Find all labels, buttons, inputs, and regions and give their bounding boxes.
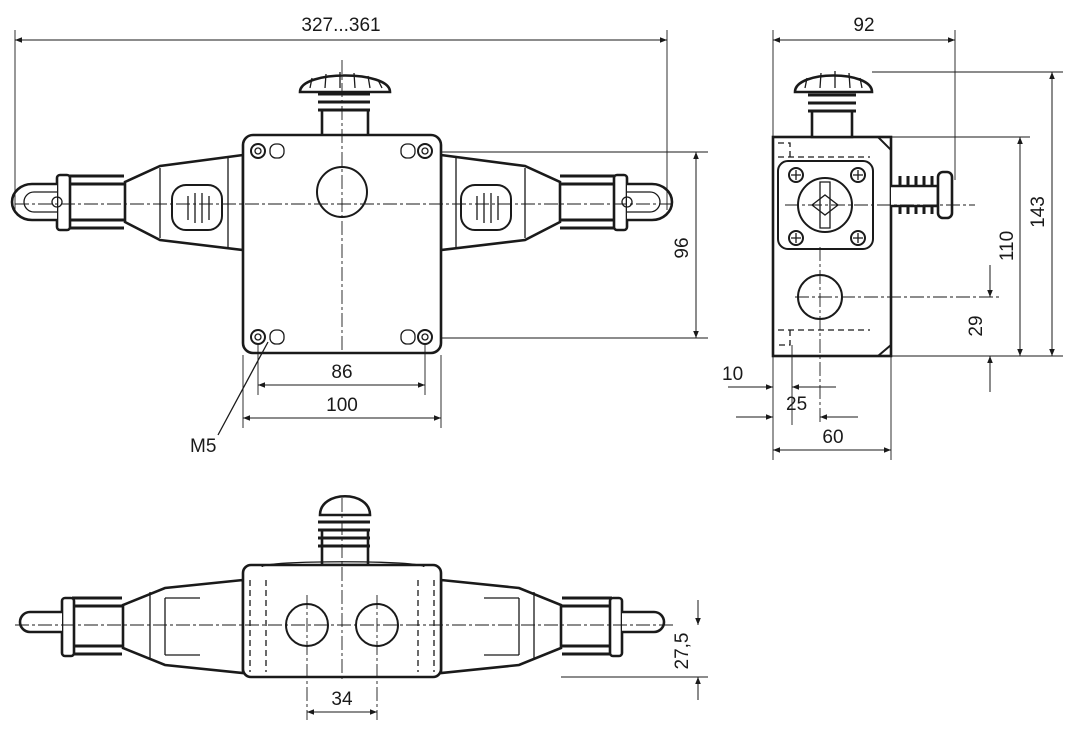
dim-29: 29 bbox=[966, 315, 987, 336]
dim-34: 34 bbox=[331, 689, 353, 710]
bottom-view bbox=[15, 494, 675, 720]
side-view bbox=[771, 71, 1000, 422]
dim-27-5: 27,5 bbox=[672, 633, 693, 670]
right-window bbox=[460, 184, 512, 231]
front-view bbox=[10, 60, 675, 355]
dim-25: 25 bbox=[786, 394, 807, 415]
right-eye bbox=[627, 182, 674, 222]
left-eye bbox=[10, 182, 57, 222]
screw-holes bbox=[250, 143, 433, 345]
front-dimensions: 327...361 96 86 100 M5 bbox=[14, 15, 708, 457]
thread-callout: M5 bbox=[190, 436, 216, 457]
dim-100: 100 bbox=[326, 395, 358, 416]
reset-button-knob bbox=[298, 74, 392, 94]
dim-143: 143 bbox=[1028, 196, 1049, 228]
left-window bbox=[171, 184, 223, 231]
dim-60: 60 bbox=[822, 427, 843, 448]
side-housing bbox=[771, 135, 893, 358]
dim-overall-length: 327...361 bbox=[301, 15, 380, 36]
dim-10: 10 bbox=[722, 364, 743, 385]
dim-86: 86 bbox=[331, 362, 352, 383]
dim-110: 110 bbox=[997, 231, 1018, 261]
dim-92: 92 bbox=[853, 15, 874, 36]
dim-height-96: 96 bbox=[672, 237, 693, 258]
side-dimensions: 92 143 110 29 10 25 60 bbox=[722, 15, 1063, 460]
bottom-dimensions: 27,5 34 bbox=[307, 600, 708, 715]
